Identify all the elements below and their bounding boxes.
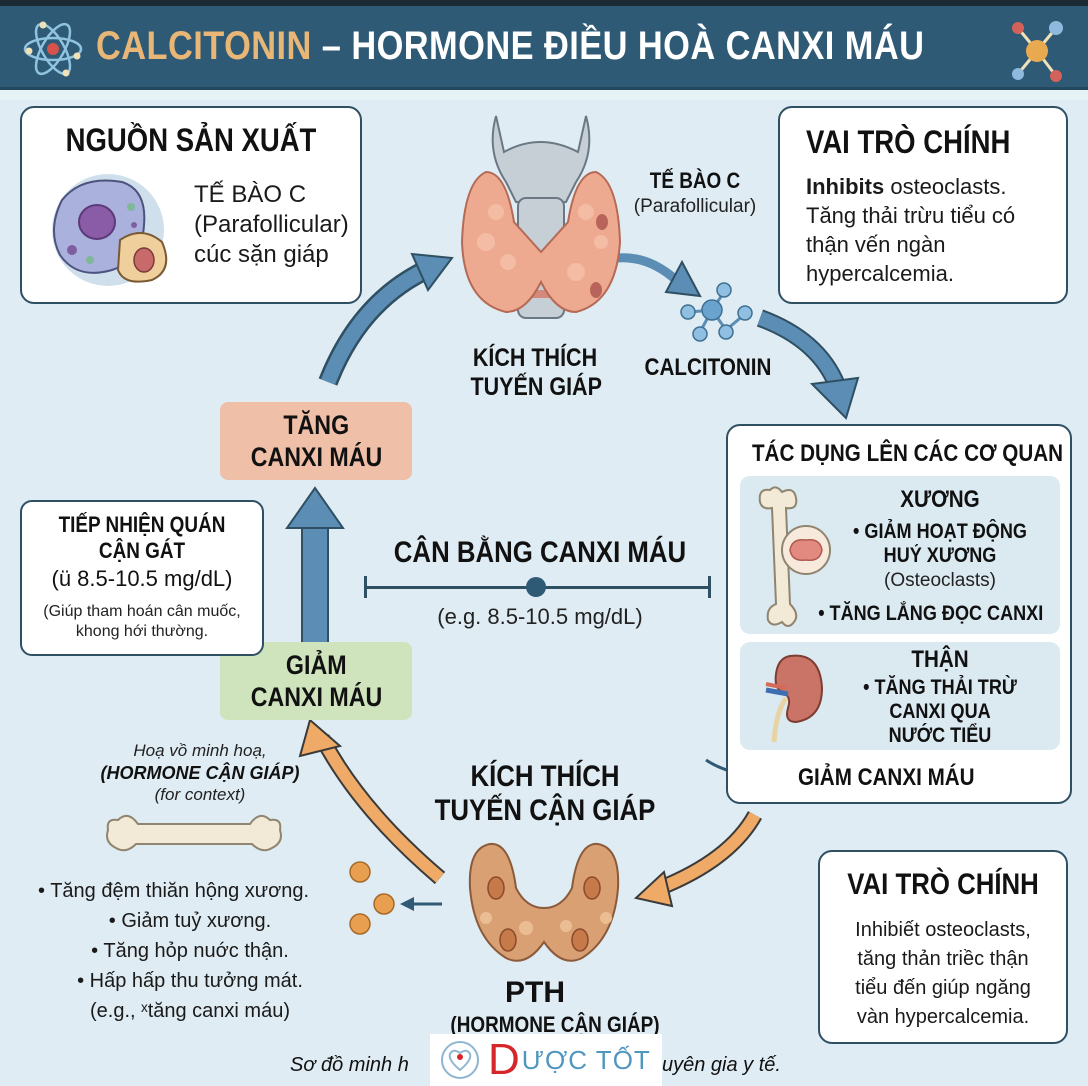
bone-icon [106,814,282,852]
kidney-effects: THẬN • TĂNG THẢI TRỪ CANXI QUA NƯỚC TIỂU [740,642,1060,750]
receptor-title: TIẾP NHIỆN QUÁN CẬN GÁT [39,512,245,564]
source-line: TẾ BÀO C [194,181,307,208]
pth-effect-item: • Tăng hỏp nuớc thận. [91,940,289,962]
role-line: Inhibiết osteoclasts, [855,919,1031,941]
thyroid-stim-label: KÍCH THÍCH TUYẾN GIÁP [470,344,602,402]
increase-line: CANXI MÁU [250,442,382,472]
role-title: VAI TRÒ CHÍNH [847,868,1039,901]
role-body: Inhibits osteoclasts. Tăng thải trừu tiể… [806,172,1015,288]
bone-line: • GIẢM HOẠT ĐỘNG [853,520,1027,543]
kidney-line: CANXI QUA [889,700,991,723]
source-card: NGUỒN SẢN XUẤT TẾ BÀO C (Parafollicular)… [20,106,362,304]
receptor-title-line: TIẾP NHIỆN QUÁN [58,512,226,537]
thyroid-gland-icon [460,115,622,319]
calcium-dots-icon [349,861,395,935]
top-edge [0,0,1088,6]
thyroid-stim-line: TUYẾN GIÁP [470,373,602,401]
pth-effect-item: • Giảm tuỷ xương. [108,910,272,932]
pth-effect-item: • Tăng đệm thiăn hộng xương. [38,880,310,902]
pth-label: PTH [505,976,565,1009]
role-card-bottom: VAI TRÒ CHÍNH Inhibiết osteoclasts, tăng… [818,850,1068,1044]
balance-scale-cap-right [708,576,711,598]
title-accent: CALCITONIN [96,24,312,68]
bone-line: • TĂNG LẮNG ĐỌC CANXI [818,602,1044,625]
context-note-line: Hoạ vồ minh hoạ, [133,741,267,760]
receptor-range: (ü 8.5-10.5 mg/dL) [51,566,233,591]
bone-title: XƯƠNG [900,486,980,513]
kidney-line: NƯỚC TIỂU [888,724,992,747]
bone-icon [758,486,831,627]
role-line: vàn hypercalcemia. [856,1006,1030,1028]
effects-card: TÁC DỤNG LÊN CÁC CƠ QUAN XƯƠNG • GIẢM HO… [726,424,1072,804]
receptor-title-line: CẬN GÁT [98,538,186,563]
source-title: NGUỒN SẢN XUẤT [65,122,317,158]
context-note: Hoạ vồ minh hoạ, (HORMONE CẬN GIÁP) (for… [80,740,320,806]
kidney-line: • TĂNG THẢI TRỪ [863,676,1017,699]
effects-title: TÁC DỤNG LÊN CÁC CƠ QUAN [751,440,1064,467]
role-body: Inhibiết osteoclasts, tăng thản triềc th… [820,916,1066,1032]
receptor-note-line: khong hới thường. [75,623,209,640]
parathyroid-stim-line: TUYẾN CẬN GIÁP [434,794,656,827]
role-title: VAI TRÒ CHÍNH [806,124,1011,160]
increase-line: TĂNG [283,410,349,440]
watermark-logo: D ƯỢC TỐT [430,1034,662,1086]
role-line: tăng thản triềc thận [857,948,1029,970]
parathyroid-stim-line: KÍCH THÍCH [470,760,620,793]
page-title: CALCITONIN – HORMONE ĐIỀU HOÀ CANXI MÁU [96,24,924,69]
header-divider [0,90,1088,100]
context-note-bold: (HORMONE CẬN GIÁP) [100,763,300,783]
kidney-title: THẬN [911,646,969,673]
footer-right: uyên gia y tế. [662,1054,781,1076]
balance-title: CÂN BẰNG CANXI MÁU [393,536,687,569]
increase-calcium-node: TĂNG CANXI MÁU [220,402,412,480]
cell-icon [52,174,168,286]
bone-sub: (Osteoclasts) [884,570,996,591]
receptor-note: (Giúp tham hoán cân muốc, khong hới thườ… [22,602,262,642]
watermark-d: D [488,1035,520,1084]
balance-scale-marker [526,577,546,597]
role-line: thận vến ngàn [806,232,946,257]
role-line: Inhibits osteoclasts. [806,172,1015,201]
thyroid-stim-line: KÍCH THÍCH [472,344,598,372]
calcitonin-molecule-icon [680,282,753,342]
context-note-line: (for context) [154,785,246,804]
source-line: cúc sặn giáp [194,241,329,268]
title-rest: – HORMONE ĐIỀU HOÀ CANXI MÁU [311,24,925,68]
receptor-card: TIẾP NHIỆN QUÁN CẬN GÁT (ü 8.5-10.5 mg/d… [20,500,264,656]
bone-effects: XƯƠNG • GIẢM HOẠT ĐỘNG HUỶ XƯƠNG (Osteoc… [740,476,1060,634]
role-line: Tăng thải trừu tiểu có [806,203,1016,228]
decrease-line: CANXI MÁU [250,682,382,712]
role-bold-lead: Inhibits [806,174,885,199]
balance-range: (e.g. 8.5-10.5 mg/dL) [437,604,643,629]
decrease-calcium-node: GIẢM CANXI MÁU [220,642,412,720]
footer-note: Sơ đồ minh h uyên gia y tế. [290,1054,781,1077]
source-body: TẾ BÀO C (Parafollicular) cúc sặn giáp [194,180,349,270]
molecule-icon [1012,21,1063,82]
decrease-line: GIẢM [285,650,347,680]
pth-effect-item: • Hấp hấp thu tưởng mát. [77,970,303,992]
role-line: tiểu đến giúp ngăng [855,977,1031,999]
parathyroid-stim-label: KÍCH THÍCH TUYẾN CẬN GIÁP [429,760,661,828]
footer-left: Sơ đồ minh h [290,1054,409,1076]
calcitonin-label: CALCITONIN [644,354,772,381]
ccell-sub: (Parafollicular) [633,196,757,217]
bone-line: HUỶ XƯƠNG [883,544,997,567]
watermark-text: ƯỢC TỐT [521,1044,651,1075]
header-banner: CALCITONIN – HORMONE ĐIỀU HOÀ CANXI MÁU [0,6,1088,90]
parathyroid-gland-icon [468,842,620,962]
pth-sub: (HORMONE CẬN GIÁP) [450,1012,660,1037]
pth-effects-list: • Tăng đệm thiăn hộng xương. • Giảm tuỷ … [20,876,360,1026]
role-card-top: VAI TRÒ CHÍNH Inhibits osteoclasts. Tăng… [778,106,1068,304]
receptor-note-line: (Giúp tham hoán cân muốc, [43,603,241,620]
role-line1-rest: osteoclasts. [884,174,1007,199]
effects-result: GIẢM CANXI MÁU [798,764,975,791]
atom-icon [23,21,83,77]
pth-effect-item: (e.g., ˣtăng canxi máu) [90,1000,290,1022]
role-line: hypercalcemia. [806,261,954,286]
source-line: (Parafollicular) [194,211,349,238]
kidney-icon [765,654,824,743]
ccell-label: TẾ BÀO C [649,168,741,193]
heart-logo-icon [441,1041,479,1079]
